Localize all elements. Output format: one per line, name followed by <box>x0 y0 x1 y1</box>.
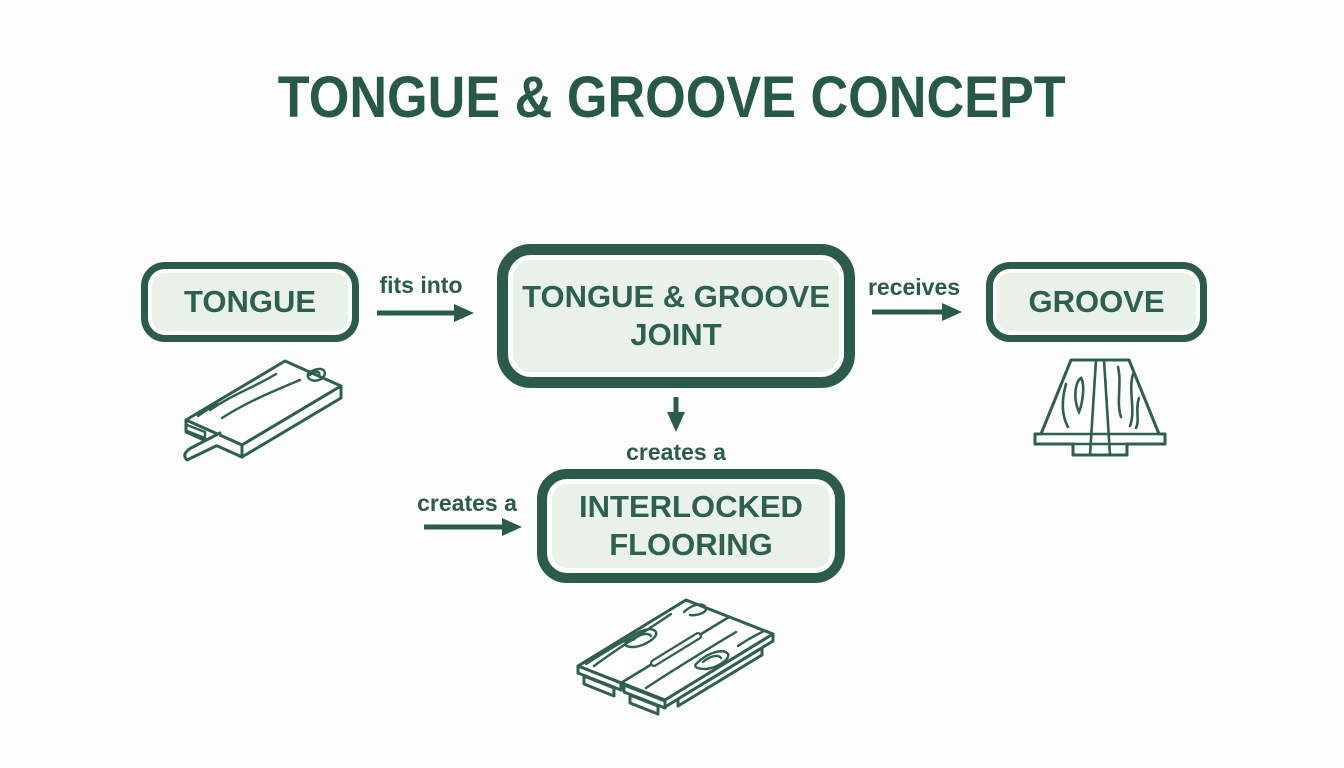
node-interlocked-flooring: INTERLOCKED FLOORING <box>537 469 845 583</box>
node-tongue-label: TONGUE <box>183 284 317 320</box>
node-tongue-groove-joint: TONGUE & GROOVE JOINT <box>497 244 855 388</box>
node-groove-label: GROOVE <box>1028 284 1165 320</box>
title-container: TONGUE & GROOVE CONCEPT <box>0 64 1344 131</box>
node-flooring-label: INTERLOCKED FLOORING <box>579 489 803 562</box>
edge-label-creates-a-left: creates a <box>417 490 517 516</box>
groove-plank-icon <box>1033 358 1167 457</box>
page-title: TONGUE & GROOVE CONCEPT <box>278 65 1066 130</box>
node-joint-label: TONGUE & GROOVE JOINT <box>522 279 830 352</box>
interlocked-planks-icon <box>576 598 775 716</box>
tongue-plank-icon <box>183 359 343 462</box>
node-groove: GROOVE <box>986 262 1207 342</box>
node-tongue: TONGUE <box>141 262 359 342</box>
edge-label-receives: receives <box>867 274 961 300</box>
edge-label-fits-into: fits into <box>379 272 463 298</box>
edge-label-creates-a-down: creates a <box>626 439 726 465</box>
